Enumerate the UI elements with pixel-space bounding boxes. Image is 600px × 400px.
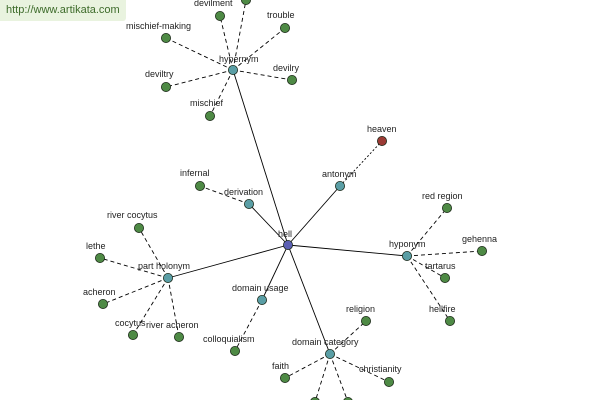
center-label[interactable]: hell <box>278 229 292 239</box>
leaf-label-5-0[interactable]: colloquialism <box>203 334 255 344</box>
leaf-edge-2-0 <box>199 185 250 205</box>
leaf-edge-3-3 <box>406 255 451 322</box>
edge-2 <box>248 203 289 246</box>
leaf-edge-0-3 <box>209 69 234 117</box>
edge-6 <box>287 244 331 355</box>
edge-1 <box>287 185 341 246</box>
leaf-label-0-1[interactable]: trouble <box>267 10 295 20</box>
edge-5 <box>261 244 289 301</box>
leaf-edge-5-0 <box>234 299 263 352</box>
relation-node-4[interactable] <box>162 272 173 283</box>
leaf-label-6-0[interactable]: religion <box>346 304 375 314</box>
leaf-edge-3-1 <box>406 250 483 257</box>
relation-label-1[interactable]: antonym <box>322 169 357 179</box>
leaf-edge-0-2 <box>232 69 293 81</box>
relation-label-2[interactable]: derivation <box>224 187 263 197</box>
leaf-edge-6-2 <box>329 353 390 383</box>
leaf-node-0-6 <box>241 0 251 5</box>
relation-label-4[interactable]: part holonym <box>138 261 190 271</box>
leaf-label-3-2[interactable]: tartarus <box>425 261 456 271</box>
leaf-edge-1-0 <box>339 140 383 187</box>
relation-label-6[interactable]: domain category <box>292 337 359 347</box>
leaf-edge-0-5 <box>165 37 234 71</box>
leaf-label-0-5[interactable]: mischief-making <box>126 21 191 31</box>
leaf-edge-0-0 <box>219 15 234 71</box>
leaf-label-2-0[interactable]: infernal <box>180 168 210 178</box>
leaf-edge-3-0 <box>406 207 448 257</box>
leaf-node-3-3[interactable] <box>444 315 455 326</box>
leaf-label-3-3[interactable]: hellfire <box>429 304 456 314</box>
leaf-edge-3-2 <box>406 255 446 279</box>
leaf-node-2-0[interactable] <box>194 180 205 191</box>
leaf-node-4-3[interactable] <box>127 329 138 340</box>
leaf-node-3-1[interactable] <box>476 245 487 256</box>
leaf-node-4-0[interactable] <box>133 222 144 233</box>
leaf-label-4-0[interactable]: river cocytus <box>107 210 158 220</box>
leaf-label-3-0[interactable]: red region <box>422 191 463 201</box>
leaf-node-0-1[interactable] <box>279 22 290 33</box>
leaf-node-5-0[interactable] <box>229 345 240 356</box>
leaf-node-3-0[interactable] <box>441 202 452 213</box>
edge-3 <box>287 244 408 257</box>
leaf-edge-6-4 <box>329 353 348 400</box>
leaf-label-0-4[interactable]: deviltry <box>145 69 174 79</box>
leaf-edge-0-6 <box>232 0 247 71</box>
leaf-node-1-0[interactable] <box>376 135 387 146</box>
leaf-edge-4-1 <box>99 257 169 279</box>
relation-node-1[interactable] <box>334 180 345 191</box>
leaf-label-6-2[interactable]: christianity <box>359 364 402 374</box>
leaf-edge-4-0 <box>138 227 169 279</box>
relation-node-2[interactable] <box>243 198 254 209</box>
leaf-label-4-4[interactable]: river acheron <box>146 320 199 330</box>
relation-label-3[interactable]: hyponym <box>389 239 426 249</box>
leaf-node-0-2[interactable] <box>286 75 297 86</box>
leaf-edge-6-0 <box>329 320 367 355</box>
leaf-label-0-2[interactable]: devilry <box>273 63 300 73</box>
leaf-node-4-2[interactable] <box>98 298 109 309</box>
relation-label-5[interactable]: domain usage <box>232 283 289 293</box>
relation-node-3[interactable] <box>401 250 412 261</box>
leaf-node-6-1[interactable] <box>279 372 290 383</box>
leaf-node-0-5[interactable] <box>160 33 171 44</box>
relation-node-6[interactable] <box>324 348 335 359</box>
leaf-label-0-3[interactable]: mischief <box>190 98 224 108</box>
leaf-node-3-2[interactable] <box>439 272 450 283</box>
center-node[interactable] <box>282 239 293 250</box>
leaf-node-4-4[interactable] <box>173 331 184 342</box>
leaf-label-4-2[interactable]: acheron <box>83 287 116 297</box>
leaf-node-6-0[interactable] <box>360 315 371 326</box>
leaf-label-1-0[interactable]: heaven <box>367 124 397 134</box>
leaf-node-0-4[interactable] <box>160 82 171 93</box>
leaf-label-4-1[interactable]: lethe <box>86 241 106 251</box>
relation-node-5[interactable] <box>256 294 267 305</box>
leaf-edge-4-2 <box>102 277 169 305</box>
leaf-edge-0-4 <box>165 69 234 88</box>
leaf-node-6-2[interactable] <box>383 376 394 387</box>
edge-0 <box>232 69 289 246</box>
leaf-node-0-3[interactable] <box>204 111 215 122</box>
leaf-node-0-0[interactable] <box>214 10 225 21</box>
leaf-label-6-1[interactable]: faith <box>272 361 289 371</box>
relation-label-0[interactable]: hypernym <box>219 54 259 64</box>
leaf-node-6-4 <box>343 397 353 400</box>
leaf-edge-6-3 <box>315 353 331 400</box>
leaf-label-4-3[interactable]: cocytus <box>115 318 146 328</box>
leaf-label-3-1[interactable]: gehenna <box>462 234 497 244</box>
relation-node-0[interactable] <box>227 65 238 76</box>
leaf-node-4-1[interactable] <box>95 252 106 263</box>
leaf-node-6-3 <box>310 397 320 400</box>
leaf-edge-4-4 <box>167 277 180 338</box>
edge-4 <box>167 244 289 279</box>
site-watermark[interactable]: http://www.artikata.com <box>0 0 126 21</box>
leaf-label-0-0[interactable]: devilment <box>194 0 233 8</box>
leaf-edge-6-1 <box>284 353 331 379</box>
